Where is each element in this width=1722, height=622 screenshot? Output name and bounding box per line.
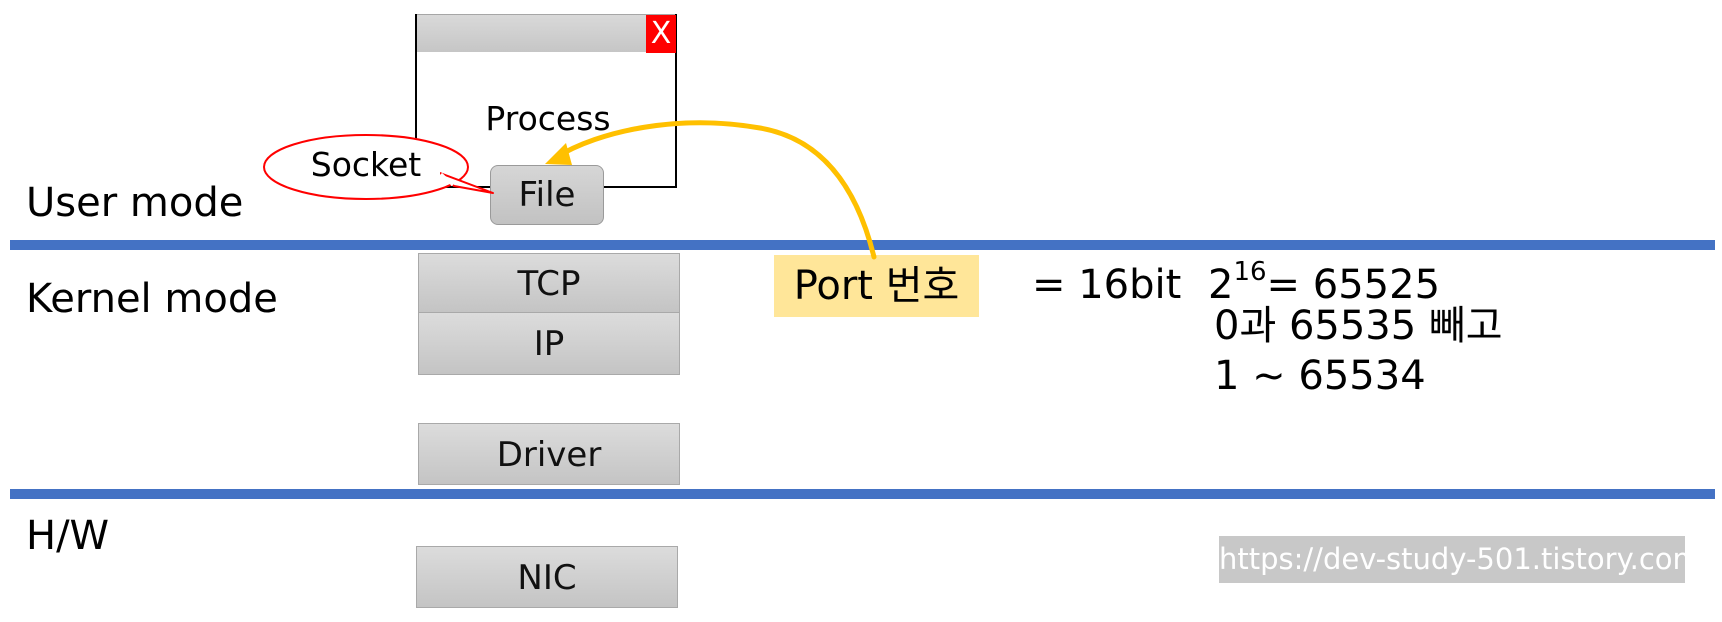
socket-label: Socket [310, 145, 422, 184]
port-bits-text: = 16bit [1032, 262, 1182, 308]
process-label: Process [485, 99, 611, 138]
power-result: = 65525 [1266, 262, 1441, 308]
user-kernel-divider [10, 240, 1715, 250]
file-box: File [490, 165, 604, 225]
ip-box: IP [418, 312, 680, 375]
watermark: https://dev-study-501.tistory.com [1219, 536, 1685, 583]
kernel-mode-label: Kernel mode [26, 276, 278, 322]
user-mode-label: User mode [26, 180, 244, 226]
port-range-text: 1 ~ 65534 [1214, 353, 1426, 399]
power-base: 2 [1208, 262, 1234, 308]
tcp-box: TCP [418, 253, 680, 313]
kernel-hw-divider [10, 489, 1715, 499]
socket-callout [263, 134, 469, 200]
hw-label: H/W [26, 513, 110, 559]
power-exponent: 16 [1233, 257, 1267, 287]
nic-box: NIC [416, 546, 678, 608]
port-power-text: 216= 65525 [1208, 259, 1441, 308]
port-exclusion-text: 0과 65535 빼고 [1214, 303, 1503, 349]
port-number-label: Port 번호 [774, 255, 979, 317]
socket-callout-tail [440, 172, 494, 194]
close-button[interactable]: X [646, 15, 676, 53]
driver-box: Driver [418, 423, 680, 485]
process-title-bar: X [417, 14, 676, 53]
